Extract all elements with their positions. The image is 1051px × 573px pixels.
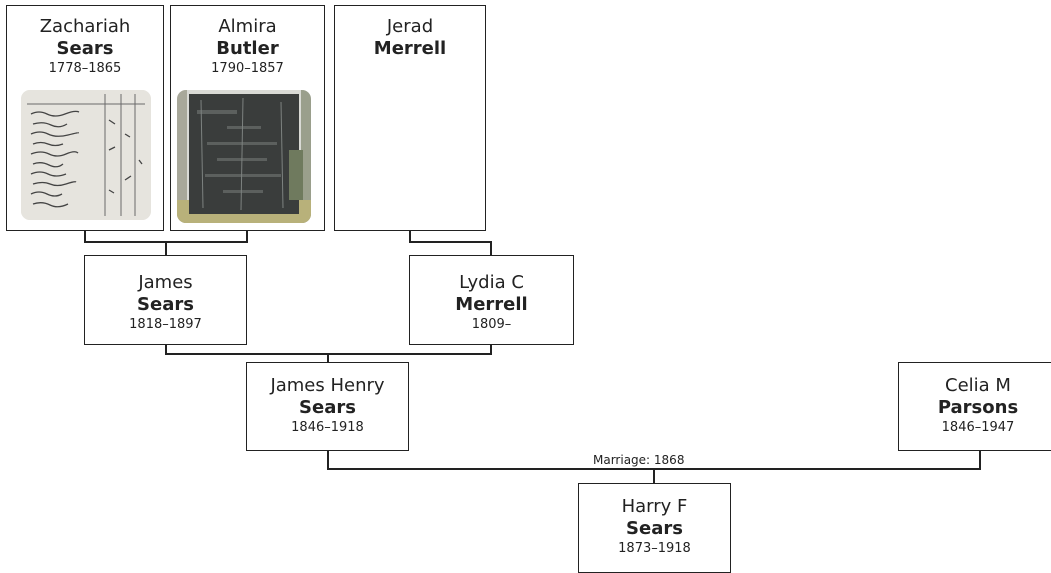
life-dates: 1790–1857 — [211, 61, 284, 76]
connector-jerad-down — [409, 229, 411, 242]
census-record-photo[interactable] — [21, 90, 151, 220]
given-name: Jerad — [386, 16, 434, 37]
life-dates: 1846–1918 — [291, 420, 364, 435]
connector-celia-down — [979, 449, 981, 469]
connector-to-harry — [653, 468, 655, 484]
life-dates: 1846–1947 — [941, 420, 1015, 435]
marriage-label: Marriage: 1868 — [591, 453, 687, 467]
life-dates: 1818–1897 — [129, 317, 202, 332]
given-name: Lydia C — [459, 272, 524, 293]
given-name: Almira — [218, 16, 277, 37]
connector-james-henry-down — [327, 449, 329, 469]
given-name: Harry F — [621, 496, 688, 517]
person-card-almira[interactable]: Almira Butler 1790–1857 — [170, 5, 325, 231]
surname: Sears — [299, 397, 356, 418]
connector-to-lydia — [490, 241, 492, 256]
connector-to-james-henry — [327, 353, 329, 363]
surname: Butler — [216, 38, 279, 59]
gravestone-photo[interactable] — [177, 90, 311, 223]
connector-zachariah-down — [84, 229, 86, 242]
surname: Sears — [137, 294, 194, 315]
person-card-james-henry[interactable]: James Henry Sears 1846–1918 — [246, 362, 409, 451]
given-name: Zachariah — [39, 16, 131, 37]
life-dates: 1778–1865 — [48, 61, 122, 76]
document-image-icon — [21, 90, 151, 220]
given-name: James Henry — [270, 375, 385, 396]
life-dates: 1873–1918 — [618, 541, 691, 556]
given-name: James — [138, 272, 193, 293]
connector-gen1-right-horizontal — [409, 241, 492, 243]
surname: Merrell — [455, 294, 528, 315]
given-name: Celia M — [945, 375, 1011, 396]
connector-almira-down — [246, 229, 248, 242]
person-card-james[interactable]: James Sears 1818–1897 — [84, 255, 247, 345]
person-card-jerad[interactable]: Jerad Merrell — [334, 5, 486, 231]
surname: Sears — [56, 38, 114, 59]
life-dates: 1809– — [471, 317, 512, 332]
person-card-celia[interactable]: Celia M Parsons 1846–1947 — [898, 362, 1051, 451]
connector-lydia-down — [490, 343, 492, 354]
person-card-zachariah[interactable]: Zachariah Sears 1778–1865 — [6, 5, 164, 231]
connector-to-james — [165, 241, 167, 256]
person-card-harry[interactable]: Harry F Sears 1873–1918 — [578, 483, 731, 573]
surname: Merrell — [373, 38, 447, 59]
surname: Parsons — [937, 397, 1019, 418]
surname: Sears — [626, 518, 683, 539]
gravestone-image-icon — [177, 90, 311, 223]
connector-james-down — [165, 343, 167, 354]
person-card-lydia[interactable]: Lydia C Merrell 1809– — [409, 255, 574, 345]
